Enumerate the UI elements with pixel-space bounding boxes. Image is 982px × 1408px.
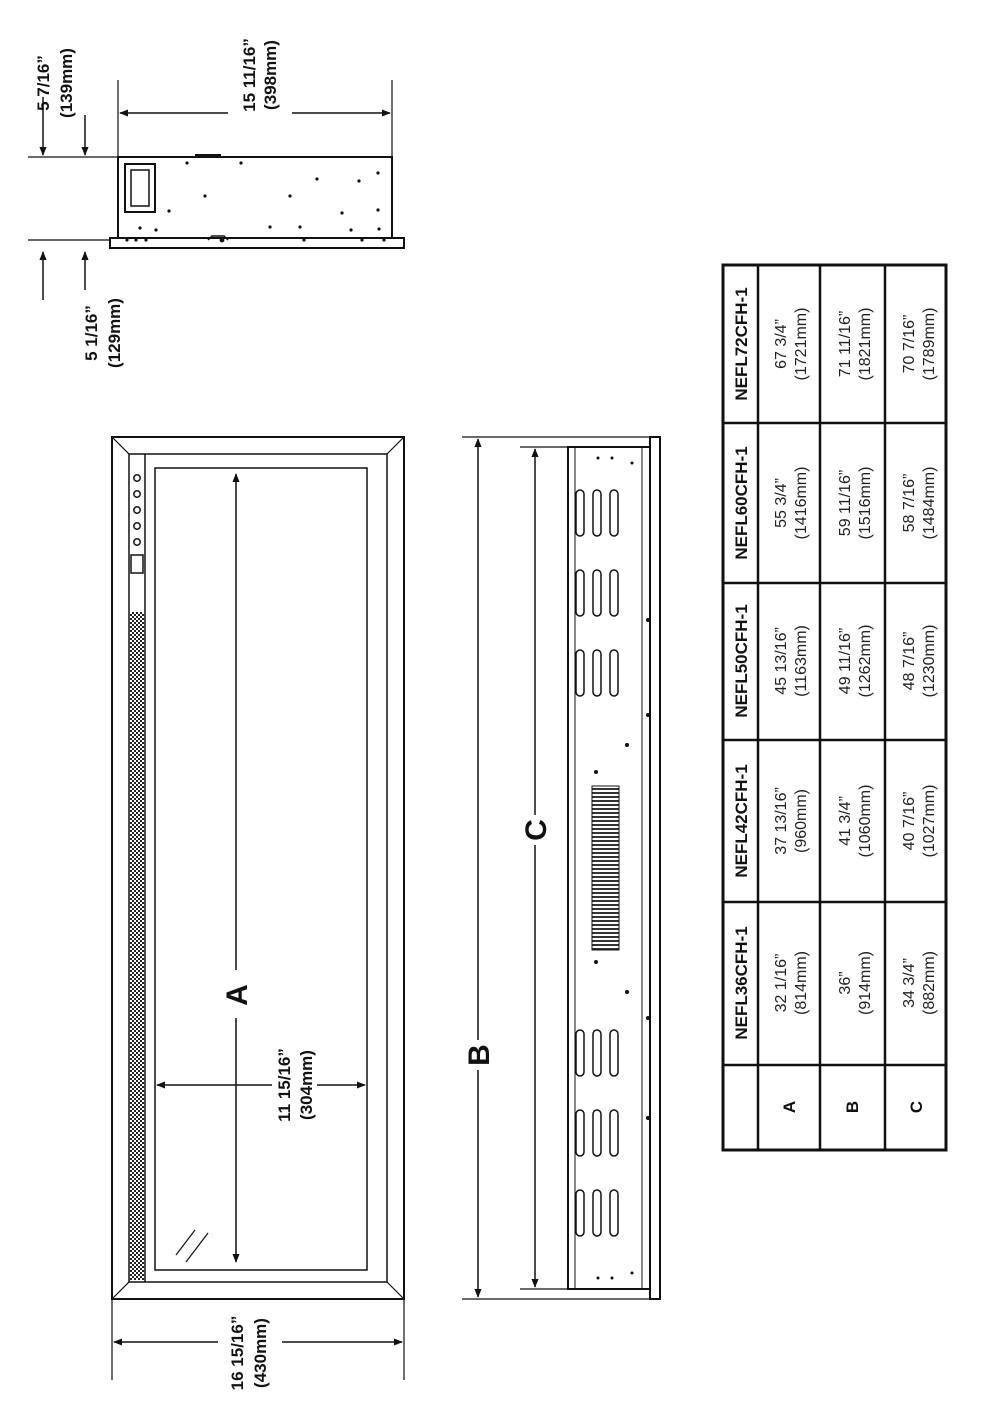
table-cell: 36” [837,971,854,994]
model-header: NEFL72CFH-1 [732,287,751,400]
letter-c: C [520,819,553,841]
table-cell: 41 3/4” [837,796,854,846]
power-switch [130,554,144,574]
side-view-body [117,156,393,241]
table-cell: 37 13/16” [773,787,790,855]
row-label-a: A [780,1101,799,1113]
table-cell: (1416mm) [793,467,810,540]
control-buttons [133,474,141,546]
model-header: NEFL60CFH-1 [732,446,751,559]
letter-a: A [221,984,254,1006]
top-depth-metric: (139mm) [57,48,76,118]
bottom-depth-imperial: 5 1/16” [82,305,101,361]
model-header: NEFL36CFH-1 [732,926,751,1039]
model-header: NEFL50CFH-1 [732,604,751,717]
table-cell: (1721mm) [793,308,810,381]
table-cell: (960mm) [793,789,810,853]
table-cell: 59 11/16” [837,470,854,536]
side-width-metric: (398mm) [261,40,280,110]
rear-grill [591,785,620,951]
glass-panel [154,467,368,1271]
table-cell: (814mm) [793,951,810,1015]
table-cell: 48 7/16” [901,632,918,691]
rear-view-flange [649,436,661,1300]
table-cell: (1484mm) [921,467,938,540]
table-cell: 55 3/4” [773,478,790,528]
table-cell: (882mm) [921,951,938,1015]
rear-view-holes [594,456,650,1280]
rear-vent-slots [575,489,619,1237]
dimension-table: NEFL36CFH-1 NEFL42CFH-1 NEFL50CFH-1 NEFL… [721,263,948,1152]
bottom-depth-metric: (129mm) [105,298,124,368]
side-view-holes [125,161,386,243]
table-cell: 71 11/16” [837,311,854,377]
table-cell: 49 11/16” [837,628,854,694]
model-header: NEFL42CFH-1 [732,764,751,877]
letter-b: B [463,1044,496,1066]
table-cell: 40 7/16” [901,792,918,851]
table-cell: (1262mm) [857,625,874,698]
table-cell: (1821mm) [857,308,874,381]
table-cell: 34 3/4” [901,958,918,1008]
overall-height-imperial: 16 15/16” [228,1316,247,1391]
table-cell: (1230mm) [921,625,938,698]
table-cell: (1516mm) [857,467,874,540]
overall-height-metric: (430mm) [251,1318,270,1388]
table-cell: 32 1/16” [773,954,790,1013]
table-cell: (1163mm) [793,625,810,697]
table-cell: 58 7/16” [901,474,918,533]
table-cell: (1027mm) [921,785,938,858]
top-depth-imperial: 5 7/16” [34,55,53,111]
table-cell: (1789mm) [921,308,938,381]
side-width-imperial: 15 11/16” [240,38,259,112]
table-cell: (1060mm) [857,785,874,858]
row-label-b: B [843,1101,862,1113]
rear-view: B C [462,436,661,1300]
front-view: A 11 15/16” (304mm) 16 15/16” (430mm) [111,436,405,1391]
table-cell: 67 3/4” [773,319,790,369]
row-label-c: C [907,1101,926,1113]
speaker-mesh [130,612,144,1280]
glass-height-metric: (304mm) [297,1050,316,1120]
table-cell: 70 7/16” [901,315,918,374]
glass-height-imperial: 11 15/16” [275,1048,294,1122]
side-view: 5 7/16” (139mm) 15 11/16” (398mm) 5 1/16… [28,38,405,368]
side-view-flange [109,237,405,249]
table-cell: (914mm) [857,951,874,1015]
table-cell: 45 13/16” [773,627,790,695]
